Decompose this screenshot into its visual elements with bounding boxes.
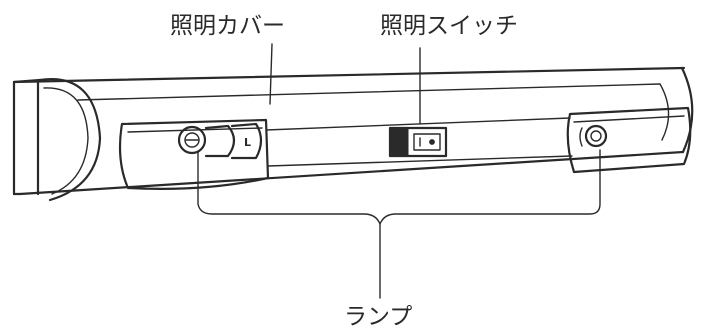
lamp-recess-right bbox=[566, 106, 692, 174]
lamp-l-mark: L bbox=[244, 136, 251, 149]
label-cover: 照明カバー bbox=[170, 13, 285, 39]
light-switch[interactable] bbox=[388, 126, 448, 158]
groove-upper bbox=[265, 117, 571, 131]
light-bar bbox=[12, 66, 694, 202]
label-switch: 照明スイッチ bbox=[380, 13, 518, 39]
groove-lower bbox=[267, 155, 573, 167]
leader-cover bbox=[269, 43, 273, 105]
label-lamp: ランプ bbox=[344, 304, 412, 330]
lamp-right bbox=[579, 124, 608, 148]
lamp-left: L bbox=[177, 122, 263, 160]
lamp-recess-left bbox=[118, 118, 270, 190]
leader-lamp bbox=[197, 149, 601, 299]
